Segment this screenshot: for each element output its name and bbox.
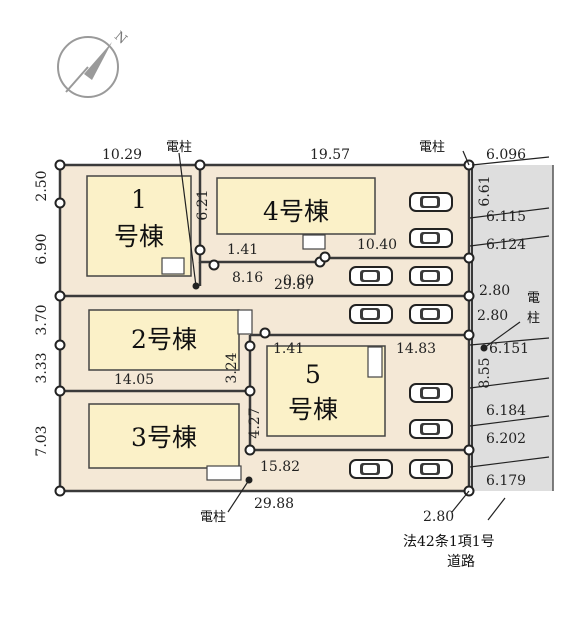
car-icon (409, 459, 453, 479)
dim-3-24: 3.24 (224, 352, 240, 383)
dim-1-41-upper: 1.41 (227, 242, 258, 258)
dim-road-6-115: 6.115 (486, 209, 526, 225)
dim-2-80-b: 2.80 (477, 308, 508, 324)
dimension-labels: 10.29 19.57 6.096 2.50 6.90 3.70 3.33 7.… (34, 147, 529, 525)
leader-lines (178, 150, 550, 521)
utility-pole-label-vertical: 電 柱 (527, 291, 540, 326)
car-icon (409, 304, 453, 324)
road-label-line1: 法42条1項1号 (403, 533, 495, 550)
car-icon (409, 383, 453, 403)
dim-10-29: 10.29 (102, 147, 142, 163)
car-icon (409, 266, 453, 286)
dim-10-40: 10.40 (357, 237, 397, 253)
dim-6-21: 6.21 (195, 189, 211, 220)
dim-6-61: 6.61 (477, 175, 493, 206)
dim-29-87: 29.87 (274, 277, 314, 293)
dim-road-6-202: 6.202 (486, 431, 526, 447)
dim-8-16: 8.16 (232, 270, 263, 286)
compass: N (57, 29, 130, 98)
house-5-suffix: 号棟 (288, 395, 338, 424)
compass-north-label: N (111, 29, 129, 48)
dim-4-27: 4.27 (247, 407, 263, 438)
dim-2-80-a: 2.80 (479, 283, 510, 299)
utility-pole-label: 電柱 (200, 510, 226, 525)
house-2-label: 2号棟 (131, 325, 197, 354)
dim-7-03: 7.03 (34, 425, 50, 456)
house-4-label: 4号棟 (263, 197, 329, 226)
dim-road-6-179: 6.179 (486, 473, 526, 489)
road-label-line2: 道路 (447, 554, 475, 570)
dim-14-83: 14.83 (396, 341, 436, 357)
dim-2-80-c: 2.80 (423, 509, 454, 525)
compass-needle-icon (84, 42, 112, 80)
car-icon (349, 304, 393, 324)
house-1-number: 1 (131, 185, 147, 214)
dim-road-6-151: 6.151 (489, 341, 529, 357)
car-icon (409, 192, 453, 212)
dim-3-70: 3.70 (34, 304, 50, 335)
dim-19-57: 19.57 (310, 147, 350, 163)
utility-pole-label: 電柱 (166, 140, 192, 155)
dim-6-90: 6.90 (34, 233, 50, 264)
house-1-suffix: 号棟 (114, 222, 164, 251)
house-3-footprint (88, 403, 240, 469)
car-icon (409, 419, 453, 439)
utility-pole-label-char1: 電 (527, 291, 540, 306)
car-icon (349, 266, 393, 286)
dim-8-55: 8.55 (477, 357, 493, 388)
dim-29-88: 29.88 (254, 496, 294, 512)
boundary-markers (54, 159, 475, 497)
house-2-footprint (88, 309, 240, 371)
dim-1-41-lower: 1.41 (273, 341, 304, 357)
dim-15-82: 15.82 (260, 459, 300, 475)
house-3-label: 3号棟 (131, 423, 197, 452)
car-icon (349, 459, 393, 479)
dim-3-33: 3.33 (34, 352, 50, 383)
dim-14-05: 14.05 (114, 372, 154, 388)
dim-road-6-096: 6.096 (486, 147, 526, 163)
compass-circle (57, 36, 119, 98)
house-4-footprint (216, 177, 376, 235)
dim-road-6-184: 6.184 (486, 403, 526, 419)
utility-pole-label: 電柱 (419, 140, 445, 155)
house-5-number: 5 (305, 360, 321, 389)
house-5-footprint (266, 345, 386, 437)
dim-0-60: 0.60 (283, 273, 314, 289)
dim-road-6-124: 6.124 (486, 237, 526, 253)
dim-2-50: 2.50 (34, 170, 50, 201)
utility-pole-label-char2: 柱 (527, 311, 540, 326)
car-icon (409, 228, 453, 248)
